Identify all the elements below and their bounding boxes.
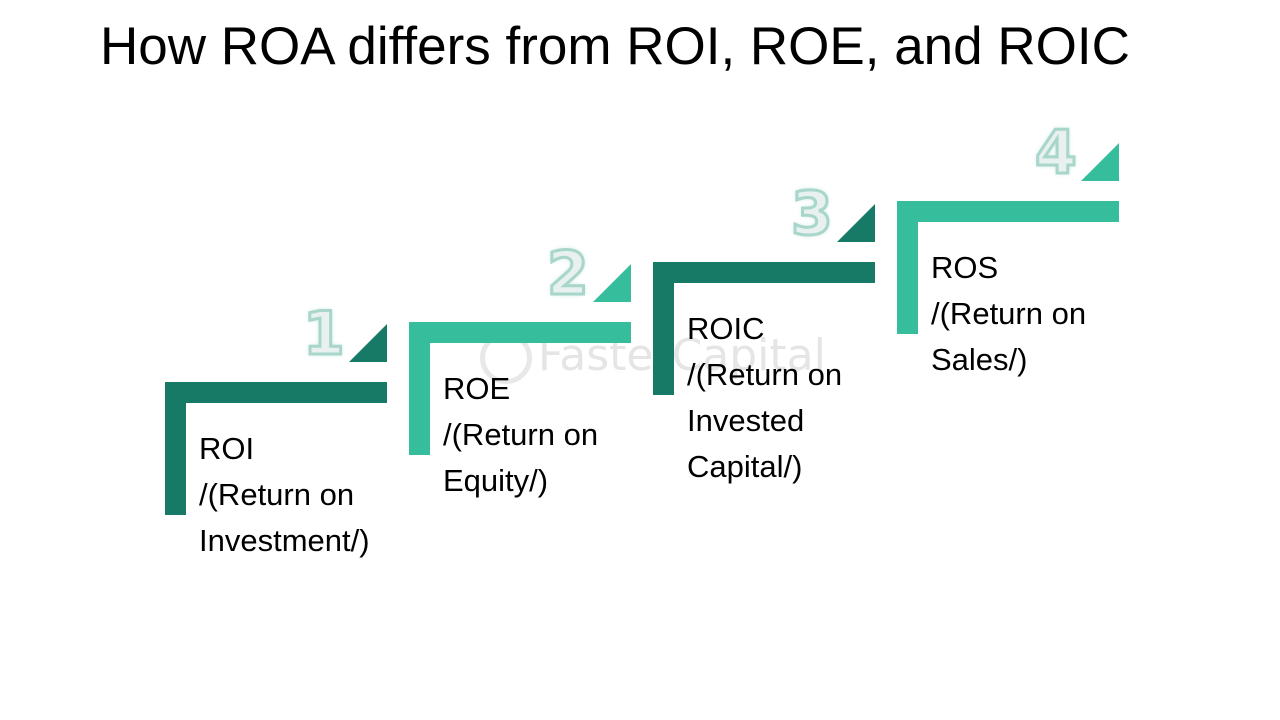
step-2-triangle — [593, 264, 631, 302]
step-4-label-line: /(Return on — [931, 296, 1087, 331]
step-4-label-line: ROS — [931, 250, 999, 285]
step-1-label-line: ROI — [199, 431, 255, 466]
step-2-label-line: Equity/) — [443, 463, 549, 498]
step-4-bar-left — [897, 201, 918, 334]
step-3-label-line: /(Return on — [687, 357, 843, 392]
step-3-label: ROIC /(Return on Invested Capital/) — [687, 306, 875, 490]
step-2-bar-left — [409, 322, 430, 455]
step-3-label-line: ROIC — [687, 311, 765, 346]
step-4-number: 4 — [1034, 118, 1079, 188]
step-4-label-line: Sales/) — [931, 342, 1028, 377]
step-1-triangle — [349, 324, 387, 362]
step-1-number: 1 — [302, 299, 347, 369]
step-3-number: 3 — [790, 179, 835, 249]
step-1-label-line: /(Return on — [199, 477, 355, 512]
step-2-label: ROE /(Return on Equity/) — [443, 366, 631, 504]
step-2-label-line: /(Return on — [443, 417, 599, 452]
step-2-bar-top — [409, 322, 631, 343]
page-title: How ROA differs from ROI, ROE, and ROIC — [100, 17, 1130, 76]
step-3-label-line: Capital/) — [687, 449, 803, 484]
step-1-bar-top — [165, 382, 387, 403]
step-1-label: ROI /(Return on Investment/) — [199, 426, 387, 564]
step-1-label-line: Investment/) — [199, 523, 370, 558]
step-2-label-line: ROE — [443, 371, 511, 406]
step-4-triangle — [1081, 143, 1119, 181]
step-3-triangle — [837, 204, 875, 242]
step-3-bar-top — [653, 262, 875, 283]
step-3-label-line: Invested — [687, 403, 805, 438]
step-3-bar-left — [653, 262, 674, 395]
step-1-bar-left — [165, 382, 186, 515]
step-2-number: 2 — [546, 239, 591, 309]
step-4-label: ROS /(Return on Sales/) — [931, 245, 1119, 383]
step-4-bar-top — [897, 201, 1119, 222]
